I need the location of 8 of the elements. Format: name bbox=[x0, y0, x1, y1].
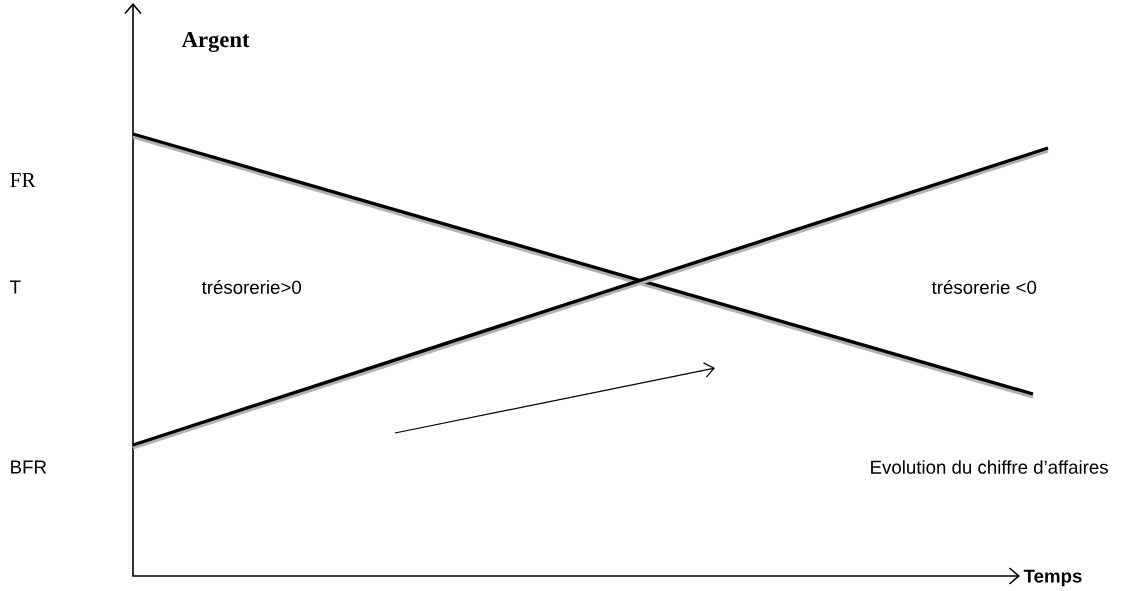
axis-label: Temps bbox=[1023, 569, 1082, 587]
row-label: BFR bbox=[11, 460, 47, 474]
region-label: trésorerie <0 bbox=[931, 280, 1037, 294]
annotation: Evolution du chiffre d’affaires bbox=[871, 460, 1108, 474]
region-label: trésorerie>0 bbox=[201, 280, 301, 294]
row-label: T bbox=[10, 280, 21, 294]
axis-label: Argent bbox=[181, 32, 250, 52]
row-label: FR bbox=[10, 173, 36, 187]
